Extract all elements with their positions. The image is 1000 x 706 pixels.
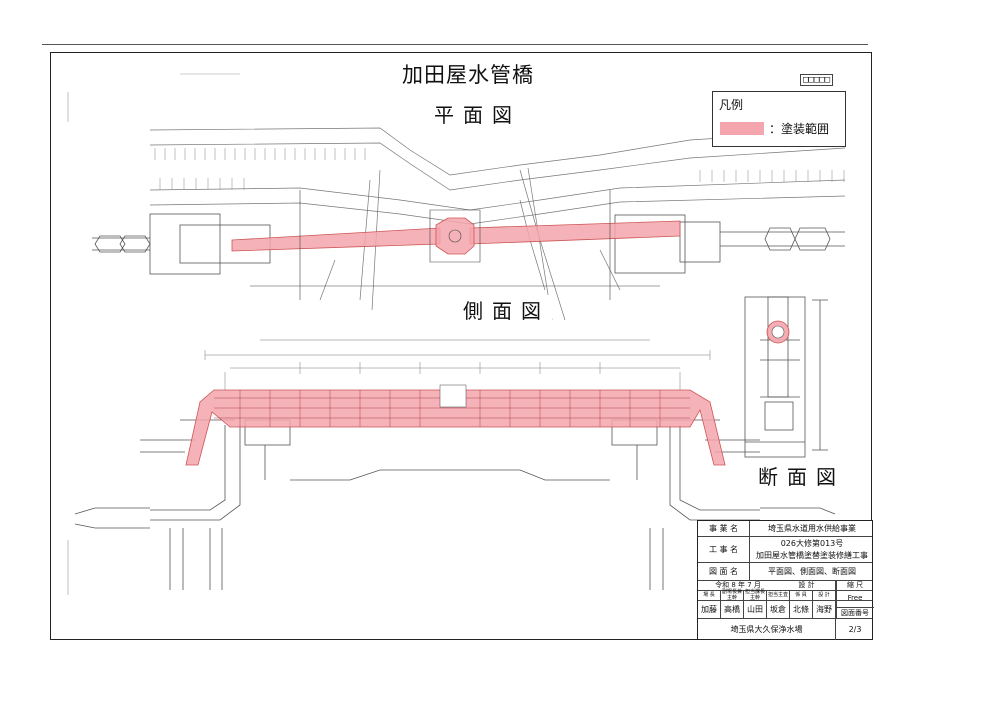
title-block-divider <box>836 581 837 619</box>
drawing-value: 平面図、側面図、断面図 <box>768 566 856 576</box>
section-view-label: 断面図 <box>754 461 847 491</box>
title-block-work-row: 工 事 名 026大修第013号 加田屋水管橋塗替塗装修繕工事 <box>698 537 872 563</box>
legend-item-label: ：塗装範囲 <box>769 122 830 136</box>
drawing-title: 加田屋水管橋 <box>388 60 548 90</box>
plan-view-label: 平面図 <box>430 99 523 129</box>
legend-paint-swatch <box>720 122 764 135</box>
project-value: 埼玉県水道用水供給事業 <box>768 523 856 533</box>
role-6: 設 計 <box>813 591 836 600</box>
name-3: 山田 <box>744 601 767 618</box>
plan-pipe-detail <box>250 190 660 300</box>
work-value-name: 加田屋水管橋塗替塗装修繕工事 <box>756 550 868 560</box>
plan-foundations <box>92 213 845 275</box>
role-1: 場 長 <box>698 591 721 600</box>
title-block: 事 業 名 埼玉県水道用水供給事業 工 事 名 026大修第013号 加田屋水管… <box>697 520 874 640</box>
name-1: 加藤 <box>698 601 721 618</box>
office-name: 埼玉県大久保浄水場 <box>698 619 836 640</box>
scale-label: 縮 尺 <box>846 581 864 590</box>
sheet-stamp: □□□□□ <box>800 74 834 86</box>
title-block-roles-row: 場 長 副場長兼 主幹 担当課長 主幹 担当主査 係 員 設 計 <box>698 588 872 601</box>
name-6: 海野 <box>813 601 836 618</box>
name-2: 高橋 <box>721 601 744 618</box>
sheet-number: 2/3 <box>848 624 862 634</box>
section-pipe-core <box>771 325 785 339</box>
top-rule <box>42 44 868 45</box>
role-5: 係 員 <box>790 591 813 600</box>
project-label: 事 業 名 <box>698 521 750 536</box>
survey-linework <box>149 127 846 321</box>
side-view-dimensions <box>204 339 711 390</box>
legend-box: 凡例 ：塗装範囲 <box>712 91 846 147</box>
drawing-number-label: 図面番号 <box>836 607 874 619</box>
work-label: 工 事 名 <box>698 537 750 562</box>
legend-heading: 凡例 <box>719 98 744 112</box>
section-view <box>744 296 828 458</box>
name-5: 北條 <box>790 601 813 618</box>
role-3: 担当課長 主幹 <box>744 588 767 601</box>
title-block-drawing-row: 図 面 名 平面図、側面図、断面図 <box>698 563 872 581</box>
embankment-ticks <box>154 148 845 190</box>
name-4: 坂倉 <box>767 601 790 618</box>
side-pipe-truss <box>214 384 690 427</box>
role-4: 担当主査 <box>767 591 790 600</box>
title-block-names-row: 加藤 高橋 山田 坂倉 北條 海野 Free 図面番号 <box>698 594 874 619</box>
margin-notes <box>67 73 240 595</box>
scale-value: Free <box>847 593 863 602</box>
design-label: 設 計 <box>778 581 836 590</box>
drawing-sheet-border <box>50 52 872 640</box>
title-block-date-row: 令和 8 年 7 月 設 計 縮 尺 <box>698 581 872 591</box>
drawing-label: 図 面 名 <box>698 563 750 580</box>
side-view-label: 側面図 <box>459 295 552 325</box>
title-block-office-row: 埼玉県大久保浄水場 2/3 <box>698 619 872 640</box>
work-value-number: 026大修第013号 <box>780 539 844 549</box>
role-2: 副場長兼 主幹 <box>721 588 744 601</box>
title-block-project-row: 事 業 名 埼玉県水道用水供給事業 <box>698 521 872 537</box>
date-value: 令和 8 年 7 月 <box>715 581 761 590</box>
plan-pipe-paint <box>231 217 681 255</box>
side-pipe-paint <box>185 389 726 466</box>
